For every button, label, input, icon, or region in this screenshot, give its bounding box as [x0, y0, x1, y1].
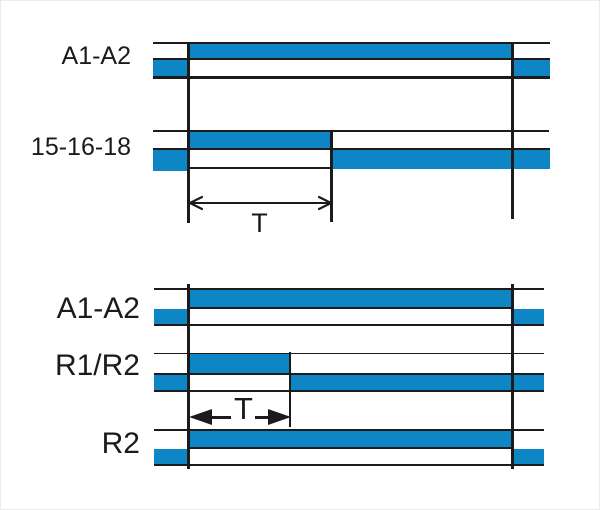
bottom-t-arrowhead-left-icon	[189, 409, 212, 425]
bottom-r1r2-baseline	[154, 389, 544, 392]
bottom-a1a2-pulse-bottom	[189, 306, 512, 309]
bottom-r2-high-bar	[189, 430, 512, 447]
top-151618-high-rail	[153, 130, 549, 132]
top-a1a2-baseline	[153, 76, 550, 79]
bottom-r2-baseline	[154, 463, 544, 466]
bottom-t-arrowhead-right-icon	[268, 409, 291, 425]
bottom-signal-label-r2: R2	[101, 427, 140, 460]
top-marker-input-off	[511, 42, 514, 219]
bottom-r1r2-high-bar	[189, 354, 290, 373]
bottom-marker-delay-end	[289, 352, 291, 427]
bottom-a1a2-baseline	[154, 323, 544, 326]
top-151618-pulse-base	[189, 167, 332, 169]
bottom-r2-high-rail	[154, 429, 544, 431]
top-a1a2-mid-rail	[153, 58, 550, 60]
bottom-a1a2-low-bar-right	[512, 308, 544, 324]
bottom-t-arrow-shaft-left	[210, 416, 231, 419]
top-151618-low-bar-left	[153, 150, 189, 171]
bottom-r2-low-bar-left	[154, 448, 189, 464]
top-marker-delay-end	[330, 130, 333, 222]
bottom-marker-input-off	[511, 284, 514, 469]
bottom-signal-label-r1r2: R1/R2	[54, 349, 140, 382]
top-t-arrowhead-right-icon	[317, 195, 333, 211]
top-marker-input-on	[187, 42, 190, 223]
top-a1a2-high-bar	[189, 43, 512, 58]
bottom-r1r2-high-rail	[154, 352, 544, 354]
top-151618-low-bar-right	[331, 150, 550, 169]
bottom-r2-pulse-bottom	[189, 446, 512, 449]
bottom-a1a2-high-rail	[154, 288, 544, 290]
top-a1a2-low-bar-right	[512, 60, 550, 76]
top-151618-high-bar	[189, 132, 331, 148]
bottom-r1r2-low-bar-left	[154, 375, 189, 390]
top-signal-label-151618: 15-16-18	[30, 133, 131, 161]
top-a1a2-high-rail	[153, 42, 550, 44]
top-a1a2-low-bar-left	[153, 60, 189, 76]
top-151618-mid-rail	[153, 148, 550, 150]
bottom-r1r2-low-bar-right	[290, 375, 544, 390]
top-t-label: T	[251, 208, 268, 238]
top-signal-label-a1a2: A1-A2	[61, 42, 131, 70]
bottom-marker-input-on	[187, 284, 190, 469]
bottom-t-label: T	[234, 391, 253, 426]
top-t-arrowhead-left-icon	[188, 195, 204, 211]
bottom-t-arrow-shaft-right	[255, 416, 270, 419]
bottom-r2-low-bar-right	[512, 448, 544, 464]
bottom-a1a2-high-bar	[189, 290, 512, 307]
bottom-signal-label-a1a2: A1-A2	[56, 292, 140, 325]
bottom-r1r2-mid-rail	[154, 373, 544, 375]
top-t-arrow-shaft	[190, 202, 332, 204]
bottom-a1a2-low-bar-left	[154, 308, 189, 324]
